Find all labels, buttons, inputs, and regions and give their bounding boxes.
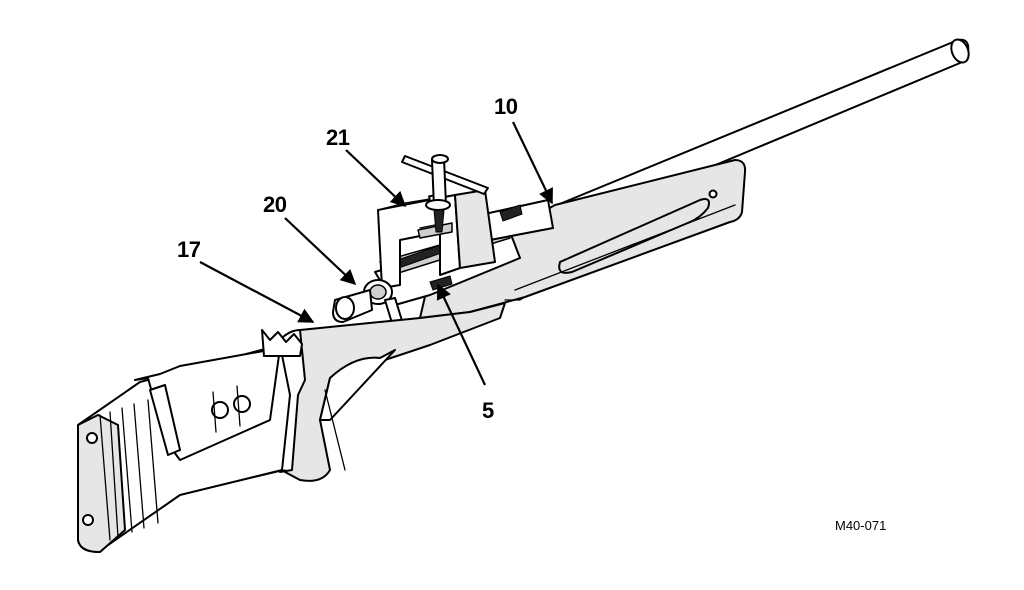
callout-10: 10 [494, 94, 518, 119]
leader-5 [436, 283, 486, 386]
stock-butt [77, 302, 506, 553]
leader-20 [284, 217, 357, 286]
callout-5: 5 [482, 398, 494, 423]
t-handle [401, 154, 489, 233]
callout-20: 20 [263, 192, 287, 217]
stock-forend [419, 159, 747, 319]
callout-17: 17 [177, 237, 201, 262]
leader-17 [199, 261, 315, 323]
figure-id-label: M40-071 [835, 518, 886, 533]
leader-lines [199, 121, 553, 386]
leader-21 [345, 149, 407, 208]
leader-10 [512, 121, 553, 205]
callout-21: 21 [326, 125, 350, 150]
